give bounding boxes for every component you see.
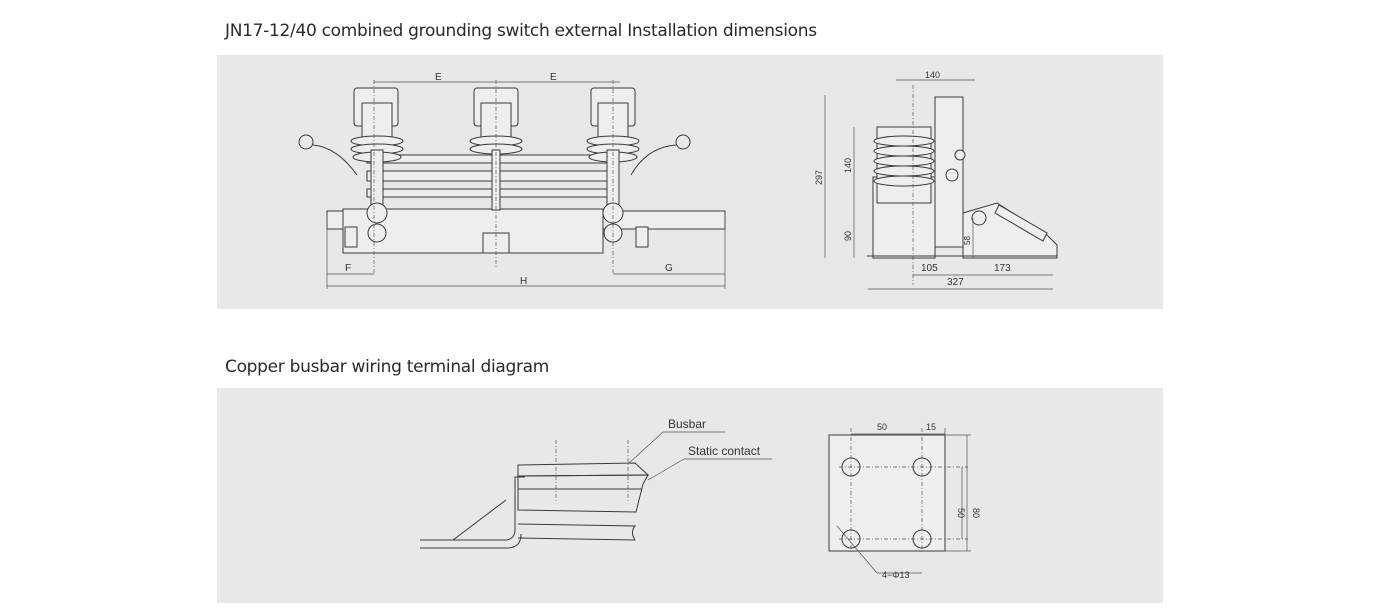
- side-view: 140 297 140 90 58: [814, 70, 1058, 290]
- bar-2: [366, 170, 608, 182]
- dimension-50-horizontal: 50: [877, 422, 887, 432]
- dimension-297: 297: [814, 170, 824, 185]
- dimension-15: 15: [926, 422, 936, 432]
- dimension-58: 58: [963, 236, 972, 245]
- bar-3: [366, 188, 608, 198]
- pole-left: [344, 87, 404, 248]
- dimension-90: 90: [843, 231, 853, 241]
- busbar-side-view: Busbar Static contact: [420, 417, 772, 549]
- dimension-327: 327: [947, 277, 964, 288]
- dimension-e1-label: E: [435, 72, 442, 83]
- dimension-140-insulator: 140: [843, 158, 853, 173]
- bar-1: [366, 154, 608, 164]
- installation-dimensions-panel: E E: [217, 55, 1163, 309]
- hole-spec-label: 4−Φ13: [882, 570, 909, 580]
- dimension-e2-label: E: [550, 72, 557, 83]
- busbar-callout: Busbar: [668, 417, 706, 431]
- section-title-installation: JN17-12/40 combined grounding switch ext…: [225, 21, 817, 41]
- busbar: [517, 462, 650, 477]
- handle-right: [630, 134, 691, 176]
- dimension-140-top: 140: [925, 70, 940, 80]
- dimension-80: 80: [971, 508, 981, 518]
- static-contact-callout: Static contact: [688, 444, 761, 458]
- operating-arm-base: [962, 202, 1058, 259]
- busbar-drawing: Busbar Static contact 50 15 50: [420, 417, 981, 580]
- terminal-bracket: [420, 476, 525, 541]
- installation-drawing: E E: [298, 70, 1058, 290]
- busbar-terminal-panel: Busbar Static contact 50 15 50: [217, 388, 1163, 603]
- front-view: E E: [298, 72, 726, 289]
- static-contact: [517, 474, 649, 513]
- section-title-busbar: Copper busbar wiring terminal diagram: [225, 357, 550, 377]
- terminal-plate-view: 50 15 50 80 4−Φ13: [828, 422, 981, 580]
- terminal-plate: [828, 434, 946, 552]
- handle-left: [298, 134, 358, 176]
- dimension-105: 105: [921, 263, 938, 274]
- dimension-f-label: F: [345, 263, 351, 274]
- dimension-173: 173: [994, 263, 1011, 274]
- dimension-h-label: H: [520, 276, 527, 287]
- operating-rod: [994, 204, 1048, 242]
- dimension-50-vertical: 50: [956, 508, 966, 518]
- dimension-g-label: G: [665, 263, 673, 274]
